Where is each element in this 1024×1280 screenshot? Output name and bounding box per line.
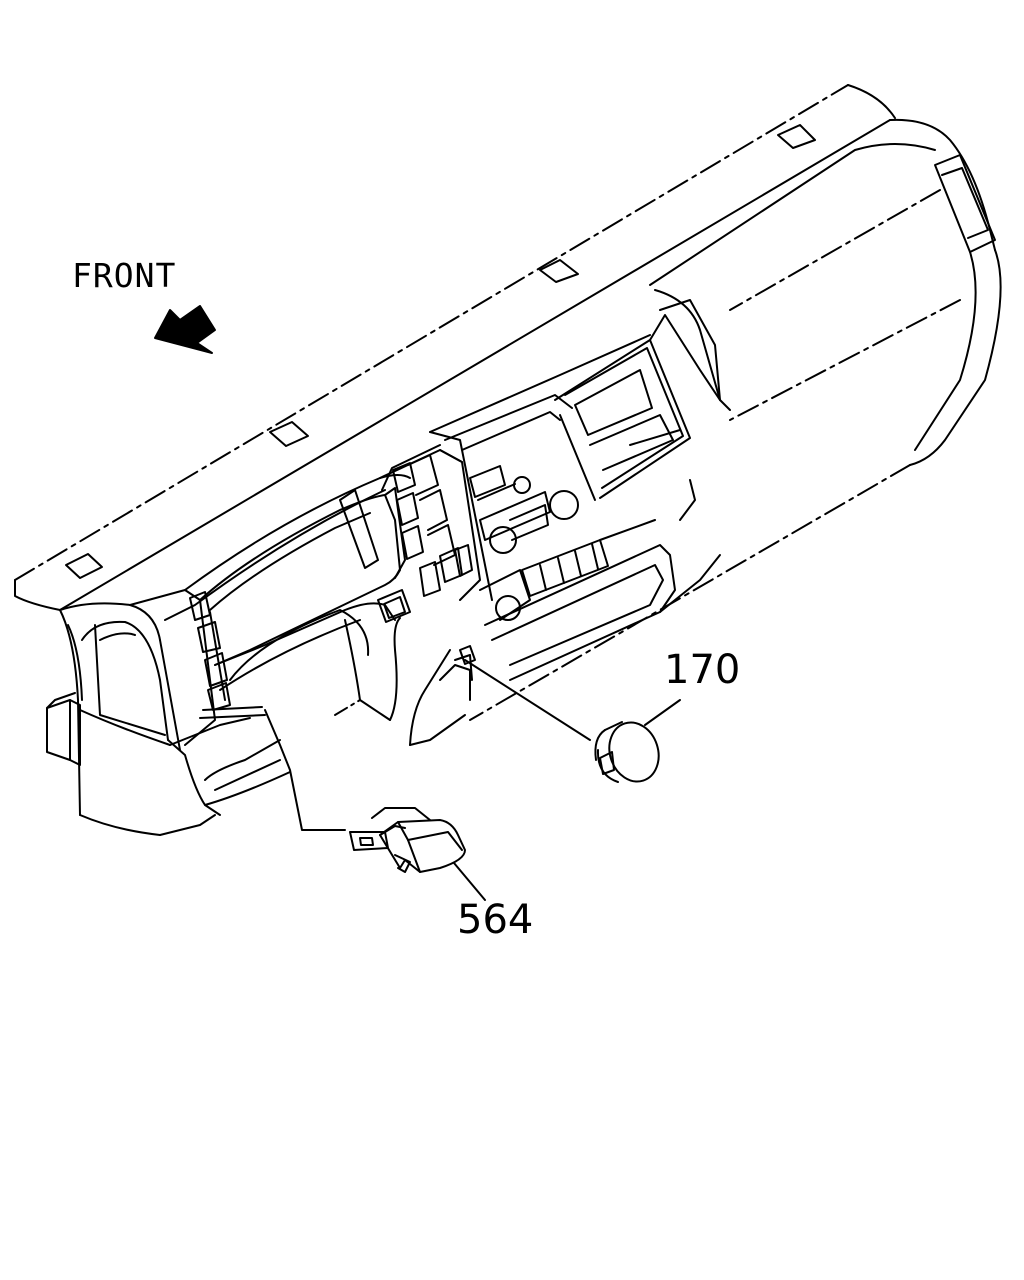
part-170-plug bbox=[459, 645, 681, 783]
front-arrow-icon bbox=[154, 305, 216, 354]
front-label: FRONT bbox=[72, 256, 177, 295]
callout-170: 170 bbox=[664, 647, 741, 693]
meter-cluster bbox=[129, 474, 411, 751]
part-564-switch bbox=[264, 709, 486, 901]
callout-564: 564 bbox=[457, 897, 534, 943]
switch-column bbox=[377, 444, 481, 623]
center-stack bbox=[429, 299, 721, 681]
panel-left-end bbox=[46, 602, 171, 836]
lower-fascia bbox=[159, 609, 473, 836]
instrument-panel bbox=[14, 84, 1002, 721]
